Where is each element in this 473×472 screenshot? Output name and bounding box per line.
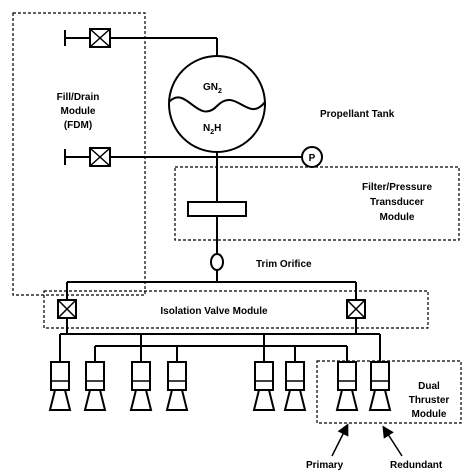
fdm-label-line2: Module bbox=[61, 106, 96, 117]
thruster-8 bbox=[368, 361, 392, 411]
isolation-valve-module: Isolation Valve Module bbox=[43, 270, 429, 329]
dual-thruster-boundary bbox=[316, 360, 462, 424]
redundant-callout-label: Redundant bbox=[390, 460, 443, 471]
thruster-1 bbox=[48, 361, 72, 411]
tank-gas-label: GN2 bbox=[203, 82, 222, 95]
thruster-body bbox=[254, 361, 274, 391]
thruster-6 bbox=[283, 361, 307, 411]
thruster-callouts: Primary Redundant bbox=[306, 423, 443, 471]
fdm-label-line1: Fill/Drain bbox=[57, 92, 100, 103]
tank-diaphragm bbox=[168, 96, 266, 113]
thruster-nozzle bbox=[48, 389, 72, 411]
primary-callout-arrow bbox=[331, 423, 349, 457]
thruster-4 bbox=[165, 361, 189, 411]
fill-drain-module: Fill/Drain Module (FDM) bbox=[12, 12, 146, 296]
drain-valve-bottom bbox=[89, 147, 111, 167]
pressure-transducer bbox=[301, 146, 323, 168]
thruster-nozzle bbox=[165, 389, 189, 411]
propellant-tank-label: Propellant Tank bbox=[320, 109, 395, 120]
thruster-3 bbox=[129, 361, 153, 411]
thruster-body bbox=[370, 361, 390, 391]
thruster-body bbox=[285, 361, 305, 391]
tank-shell bbox=[168, 55, 266, 153]
propellant-tank: GN2 N2H Propellant Tank bbox=[110, 37, 395, 153]
filter-module-label-line3: Module bbox=[380, 212, 415, 223]
thruster-array bbox=[48, 361, 392, 411]
thruster-body bbox=[337, 361, 357, 391]
fdm-boundary bbox=[12, 12, 146, 296]
filter-module-label-line2: Transducer bbox=[370, 197, 424, 208]
thruster-body bbox=[85, 361, 105, 391]
thruster-nozzle bbox=[368, 389, 392, 411]
isolation-valve-left bbox=[57, 299, 77, 319]
thruster-7 bbox=[335, 361, 359, 411]
thruster-5 bbox=[252, 361, 276, 411]
redundant-callout-arrow bbox=[382, 425, 403, 457]
trim-orifice-label: Trim Orifice bbox=[256, 259, 312, 270]
thruster-body bbox=[131, 361, 151, 391]
trim-orifice: Trim Orifice bbox=[210, 216, 312, 271]
thruster-2 bbox=[83, 361, 107, 411]
thruster-nozzle bbox=[83, 389, 107, 411]
thruster-feed-lines bbox=[59, 318, 381, 362]
dual-thruster-module: Dual Thruster Module bbox=[316, 360, 462, 424]
dual-thruster-label-line1: Dual bbox=[418, 381, 440, 392]
fill-valve-top bbox=[89, 28, 111, 48]
filter-element bbox=[187, 201, 247, 217]
filter-pressure-transducer-module: P Filter/Pressure Transducer Module bbox=[110, 146, 460, 241]
fdm-label-line3: (FDM) bbox=[64, 120, 92, 131]
isolation-module-label: Isolation Valve Module bbox=[160, 306, 268, 317]
thruster-nozzle bbox=[335, 389, 359, 411]
filter-module-boundary bbox=[174, 166, 460, 241]
tank-fuel-label: N2H bbox=[203, 123, 221, 136]
primary-callout-label: Primary bbox=[306, 460, 344, 471]
isolation-module-boundary bbox=[43, 290, 429, 329]
thruster-body bbox=[167, 361, 187, 391]
thruster-nozzle bbox=[129, 389, 153, 411]
pressure-transducer-symbol: P bbox=[309, 153, 316, 164]
trim-orifice-symbol bbox=[210, 253, 224, 271]
dual-thruster-label-line3: Module bbox=[412, 409, 447, 420]
isolation-valve-right bbox=[346, 299, 366, 319]
dual-thruster-label-line2: Thruster bbox=[409, 395, 450, 406]
thruster-nozzle bbox=[283, 389, 307, 411]
thruster-body bbox=[50, 361, 70, 391]
filter-module-label-line1: Filter/Pressure bbox=[362, 182, 432, 193]
thruster-nozzle bbox=[252, 389, 276, 411]
